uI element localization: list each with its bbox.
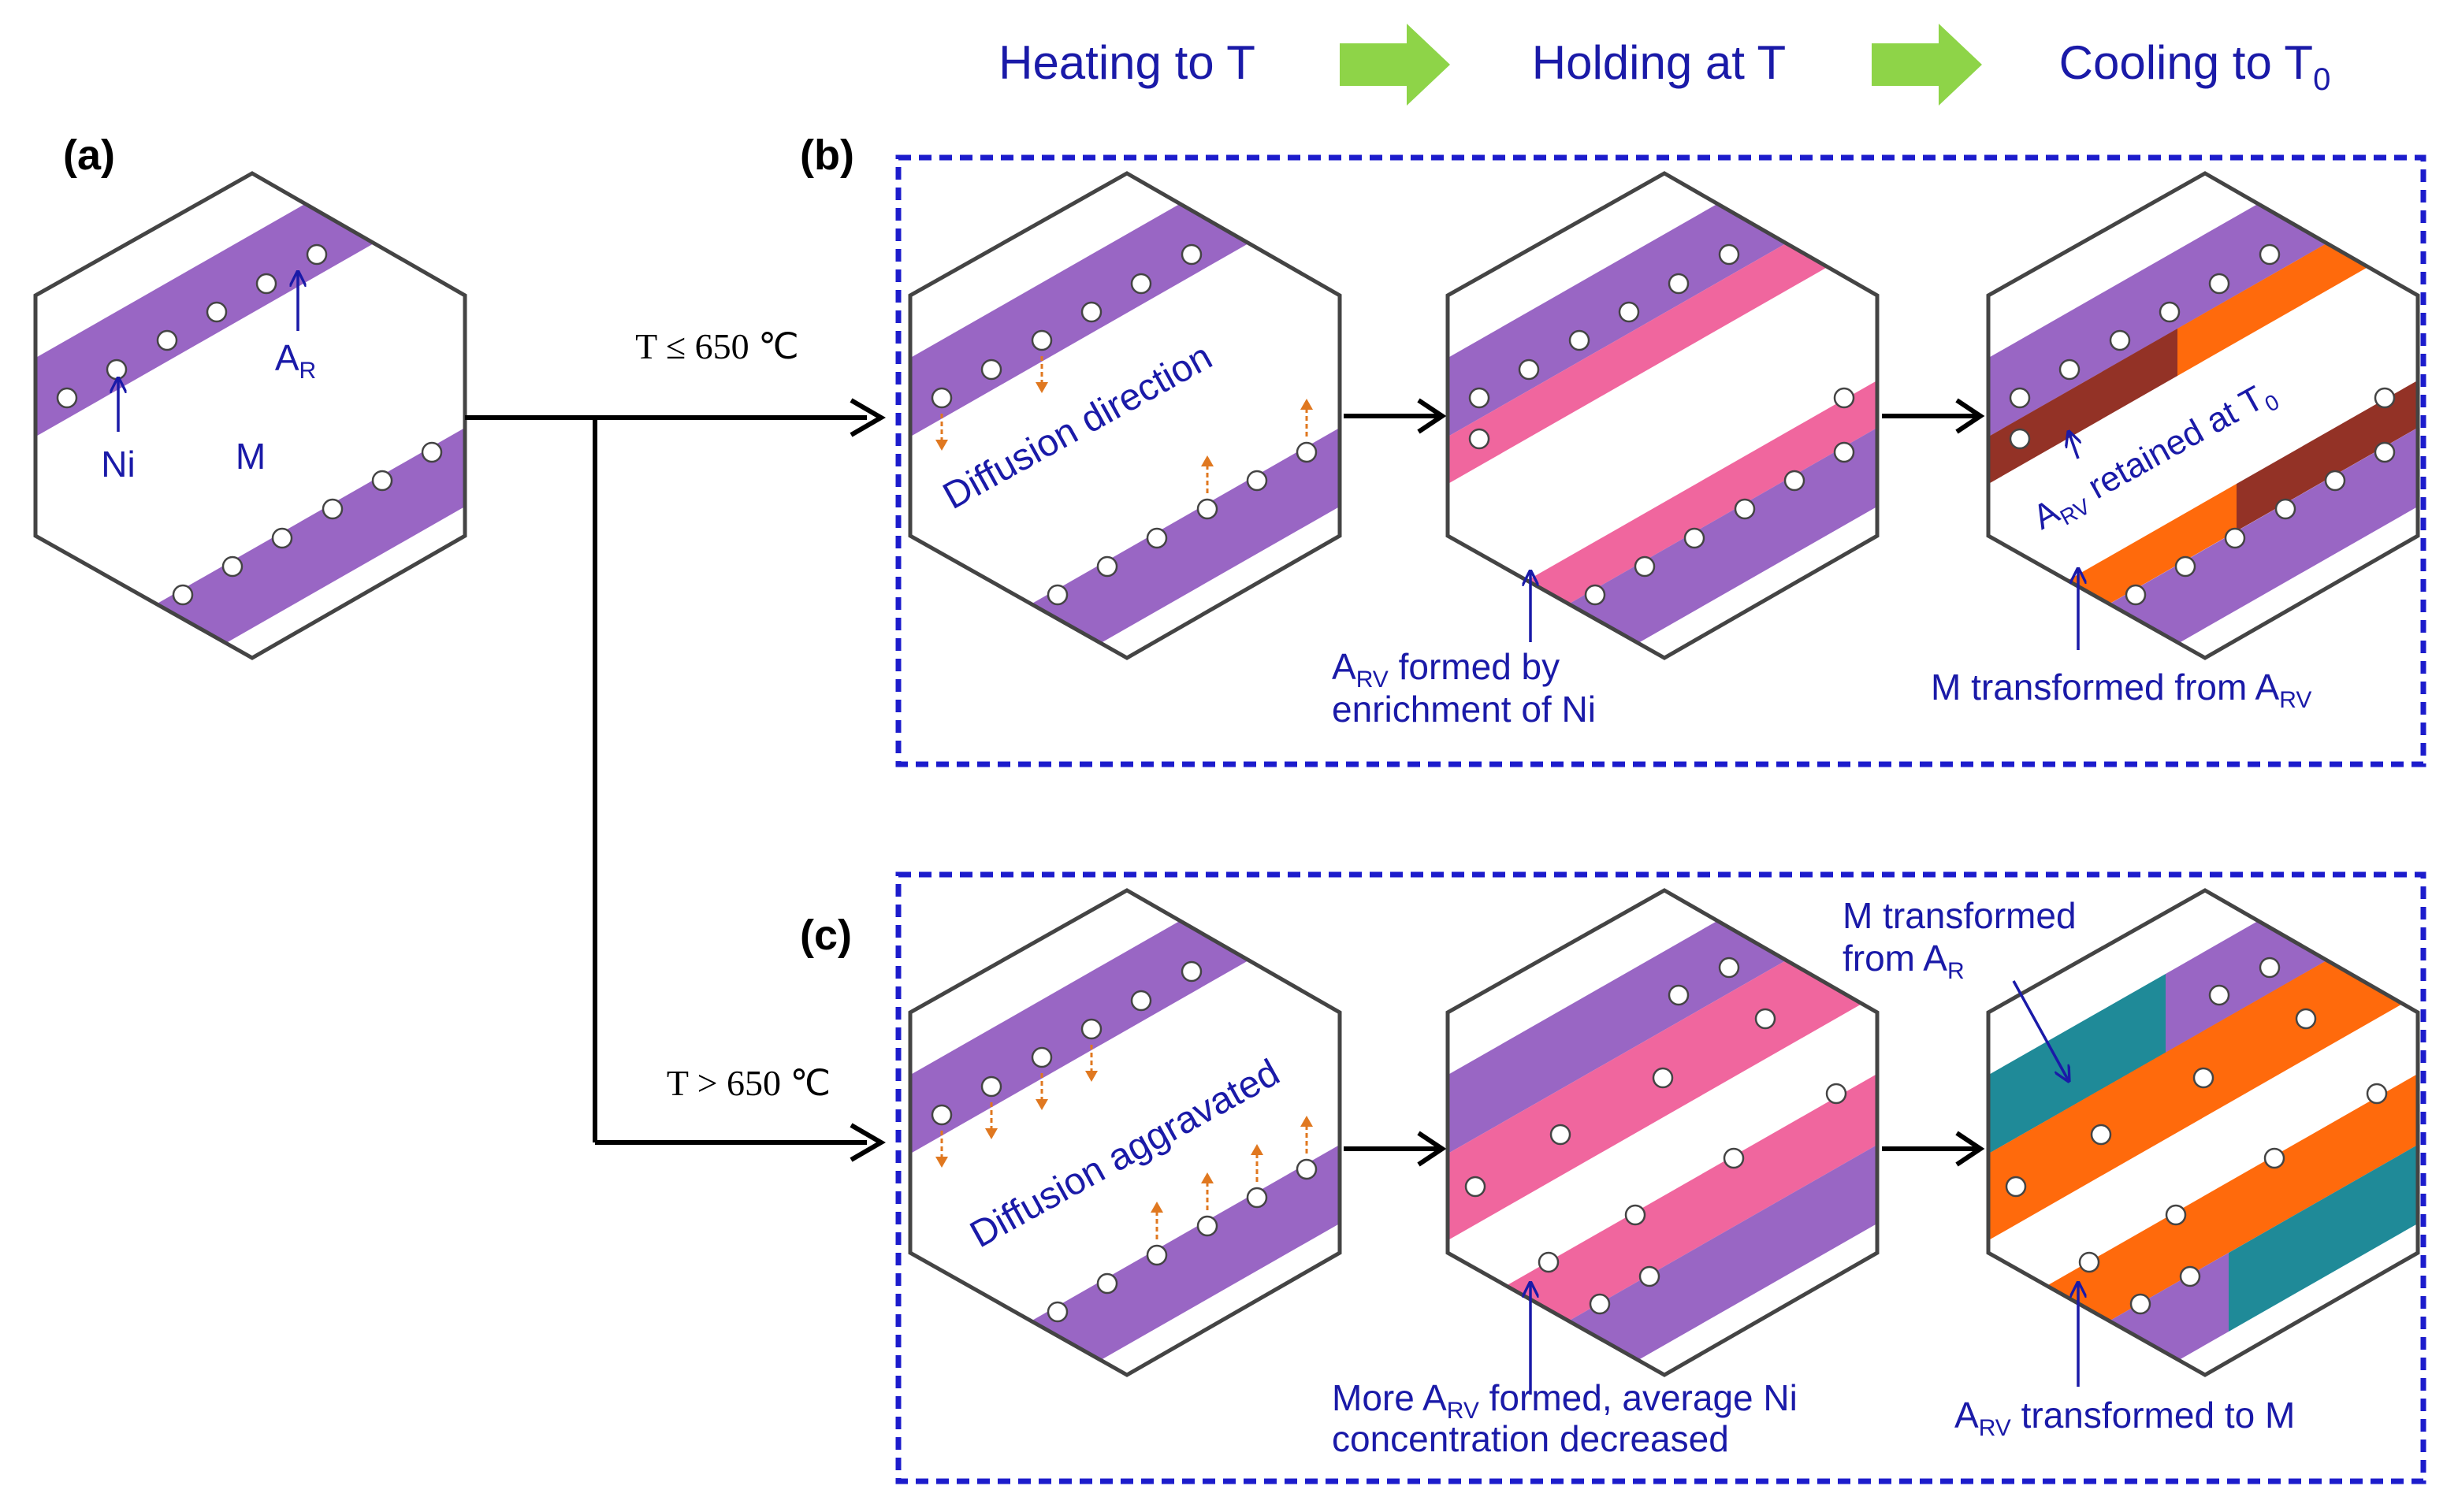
panel-a-grain: Ni M AR — [33, 171, 467, 660]
panel-c-arv-to-m-label: ARV transformed to M — [1954, 1395, 2295, 1441]
panel-a-hexagon — [33, 171, 467, 660]
header-arrow-1 — [1340, 24, 1450, 106]
panel-a-band-upper — [35, 173, 465, 457]
panel-b-frame — [895, 154, 2426, 767]
panel-c-frame — [895, 871, 2426, 1484]
panel-c-more-line2: concentration decreased — [1332, 1418, 1729, 1459]
panel-b-grain-cooling: ARV retained at T0 — [1986, 171, 2420, 660]
panel-b-arrow-1-head — [1417, 398, 1447, 434]
panel-c-arrow-1-head — [1417, 1131, 1447, 1167]
process-header: Heating to T Holding at T Cooling to T0 — [998, 24, 2330, 106]
panel-b-retained-pointer — [2069, 432, 2078, 459]
panel-c-m-from-ar-line2: from AR — [1843, 938, 1965, 984]
panel-label-c: (c) — [800, 912, 852, 959]
panel-c-arrow-2-head — [1955, 1131, 1985, 1167]
panel-c-m-from-ar-pointer — [2012, 980, 2069, 1081]
panel-b-arrow-2-head — [1955, 398, 1985, 434]
panel-label-b: (b) — [800, 132, 854, 179]
panel-b-arv-formed-label: ARV formed by — [1332, 646, 1560, 693]
panel-b-arv-formed-line2: enrichment of Ni — [1332, 689, 1596, 730]
header-holding: Holding at T — [1532, 36, 1786, 89]
panel-label-a: (a) — [63, 132, 115, 179]
branch-arrow-low — [850, 398, 886, 437]
header-cooling: Cooling to T0 — [2059, 36, 2331, 97]
panel-b-m-transformed-label: M transformed from ARV — [1931, 667, 2311, 713]
panel-a-particles — [56, 243, 443, 606]
panel-a-m-label: M — [236, 436, 266, 477]
branch-label-low: T ≤ 650 ℃ — [635, 326, 799, 366]
diffusion-arrows-c — [935, 1045, 1313, 1239]
panel-a-ni-label: Ni — [101, 444, 135, 485]
panel-a-band-lower — [35, 378, 465, 658]
header-arrow-2 — [1872, 24, 1982, 106]
header-heating: Heating to T — [998, 36, 1255, 89]
diffusion-arrows-b — [935, 356, 1313, 493]
panel-c-grain-cooling — [1986, 888, 2420, 1377]
panel-c-m-from-ar-line1: M transformed — [1843, 895, 2077, 936]
branch-connectors — [465, 415, 867, 1145]
branch-label-high: T > 650 ℃ — [667, 1063, 831, 1103]
panel-c-more-label: More ARV formed, average Ni — [1332, 1377, 1798, 1424]
panel-a-ar-label: AR — [275, 337, 316, 384]
branch-arrow-high — [850, 1123, 886, 1162]
